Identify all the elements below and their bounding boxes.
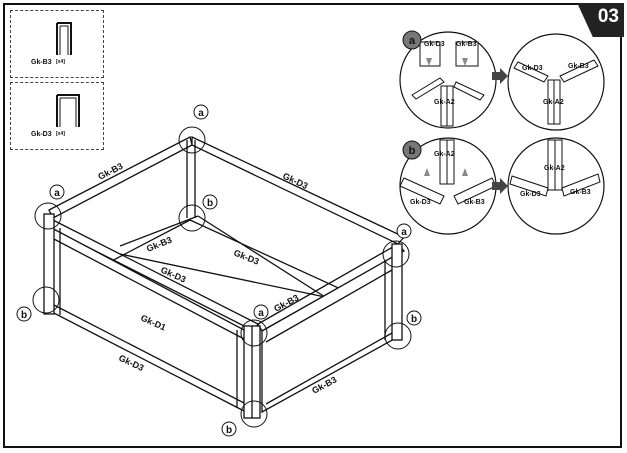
marker-b: b	[21, 310, 27, 321]
step-number: 03	[597, 6, 619, 27]
part-box-gk-b3: Gk-B3 [x4]	[10, 10, 104, 78]
marker-b: b	[409, 145, 416, 157]
marker-a: a	[409, 35, 416, 47]
marker-a: a	[198, 108, 204, 119]
detail-a-before: a Gk-D3 Gk-B3 Gk-A2	[399, 30, 497, 129]
detail-b-after-right: Gk-B3	[570, 189, 591, 196]
marker-a: a	[258, 308, 264, 319]
marker-a: a	[401, 227, 407, 238]
staple-b3-icon	[56, 22, 72, 55]
detail-a-before-right: Gk-B3	[456, 41, 477, 48]
detail-b-after-left: Gk-D3	[520, 191, 541, 198]
part-label: Gk-B3	[31, 59, 52, 66]
arrow-right-icon	[492, 68, 508, 84]
part-qty: [x4]	[56, 59, 65, 65]
detail-a-after-post: Gk-A2	[543, 99, 564, 106]
drawing-frame	[3, 3, 622, 448]
detail-b-after: Gk-A2 Gk-D3 Gk-B3	[507, 137, 605, 235]
detail-a-before-left: Gk-D3	[424, 41, 445, 48]
detail-a-after-left: Gk-D3	[522, 65, 543, 72]
arrow-right-icon	[492, 178, 508, 194]
marker-b: b	[207, 198, 213, 209]
marker-a: a	[54, 188, 60, 199]
part-qty: [x4]	[56, 131, 65, 137]
callout-markers	[16, 104, 422, 437]
frame-geometry	[43, 135, 406, 419]
marker-b: b	[411, 314, 417, 325]
label-bottom-back-left: Gk-B3	[145, 235, 173, 254]
callout-circles	[32, 126, 412, 428]
part-box-gk-d3: Gk-D3 [x4]	[10, 82, 104, 150]
part-label: Gk-D3	[31, 131, 52, 138]
detail-b-before-post: Gk-A2	[434, 151, 455, 158]
detail-a-after: Gk-D3 Gk-B3 Gk-A2	[507, 33, 605, 131]
staple-d3-icon	[56, 94, 80, 127]
marker-b: b	[226, 425, 232, 436]
detail-b-before: b Gk-A2 Gk-D3 Gk-B3	[399, 137, 497, 235]
detail-a-after-right: Gk-B3	[568, 63, 589, 70]
detail-b-before-right: Gk-B3	[464, 199, 485, 206]
detail-b-after-post: Gk-A2	[544, 165, 565, 172]
callout-letters: a b a b a b a b	[21, 108, 417, 436]
detail-a-before-post: Gk-A2	[434, 99, 455, 106]
detail-b-before-left: Gk-D3	[410, 199, 431, 206]
